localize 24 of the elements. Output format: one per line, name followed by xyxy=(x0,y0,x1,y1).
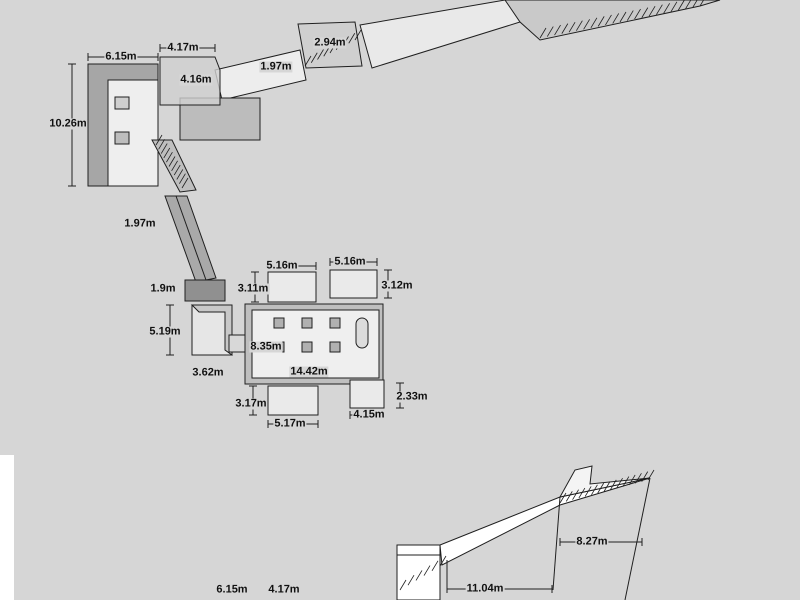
dimension-label: 1.97m xyxy=(123,218,157,230)
dimension-label: 1.97m xyxy=(259,62,293,72)
dimension-label: 8.27m xyxy=(575,536,609,548)
dimension-label: 3.11m xyxy=(236,284,270,294)
dimension-label: 1.9m xyxy=(149,284,177,294)
dimension-label: 3.62m xyxy=(191,368,225,378)
dimension-label: 4.17m xyxy=(267,584,301,596)
dimension-label: 3.12m xyxy=(380,280,414,292)
dimension-label: 11.04m xyxy=(466,584,504,594)
dimension-label: 5.17m xyxy=(273,418,307,430)
dimension-label: 4.17m xyxy=(166,42,200,54)
dimension-label: 5.16m xyxy=(265,260,299,272)
dimension-label: 5.16m xyxy=(333,256,367,268)
dimension-label: 3.17m xyxy=(234,398,268,410)
dimension-label: 14.42m xyxy=(289,366,329,378)
dimension-label: 6.15m xyxy=(215,584,249,596)
dimension-label: 6.15m xyxy=(104,52,138,62)
dimension-label: 2.33m xyxy=(395,392,429,402)
dimension-label: 8.35m xyxy=(249,342,283,352)
dimension-label: 2.94m xyxy=(313,38,347,48)
dimension-label: 5.19m xyxy=(148,326,182,338)
dimension-label: 4.16m xyxy=(179,74,213,86)
dimension-label: 4.15m xyxy=(352,410,386,420)
dimension-label: 10.26m xyxy=(48,118,88,130)
